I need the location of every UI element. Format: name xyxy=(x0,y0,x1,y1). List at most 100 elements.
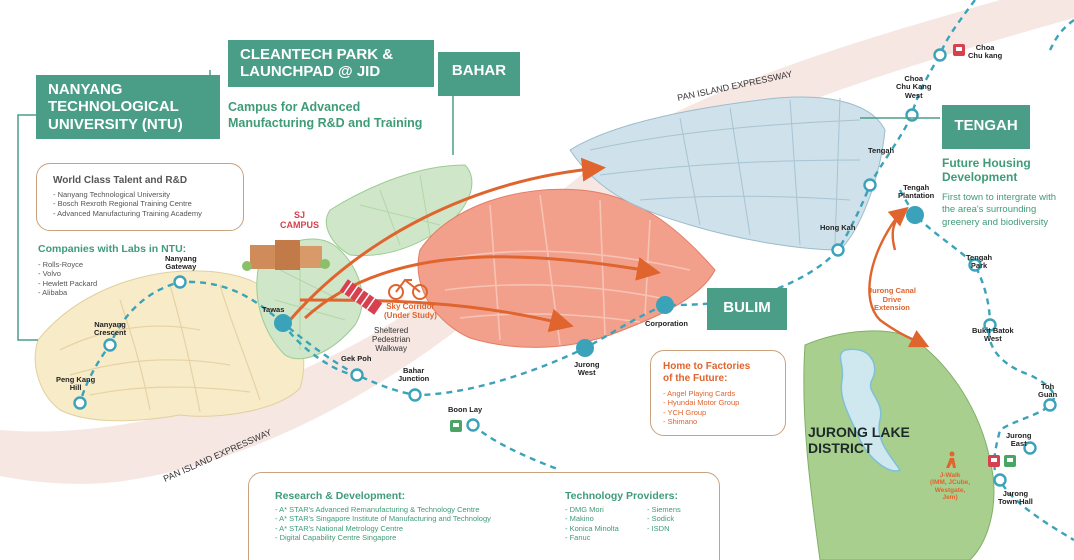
list-item: Bosch Rexroth Regional Training Centre xyxy=(53,199,202,208)
cleantech-title-line: CLEANTECH PARK & xyxy=(240,46,394,63)
canal-line: Drive xyxy=(882,294,902,304)
station-label-line: Peng Kang xyxy=(56,375,96,384)
world-class-title: World Class Talent and R&D xyxy=(53,175,188,186)
station-markers xyxy=(73,48,1057,487)
train-icon-jurong-east xyxy=(988,455,1016,467)
list-item: ISDN xyxy=(647,524,681,533)
jwalk-line: (IMM, JCube, xyxy=(930,479,971,487)
bulim-header: BULIM xyxy=(707,288,787,330)
list-item: Siemens xyxy=(647,505,681,514)
station-label-nanyang-crescent: Nanyang Crescent xyxy=(94,320,126,338)
research-box: Research & Development: A* STAR's Advanc… xyxy=(248,472,720,560)
cleantech-subtitle: Campus for Advanced Manufacturing R&D an… xyxy=(228,100,422,131)
tengah-subtitle-line: Future Housing xyxy=(942,156,1031,170)
ntu-campus-area xyxy=(34,270,305,422)
station-label-tengah: Tengah xyxy=(868,146,894,155)
sj-campus-line: SJ xyxy=(294,210,306,220)
station-label-line: Junction xyxy=(398,374,430,384)
station-label-tengah-park: Tengah Park xyxy=(966,253,993,271)
bahar-header: BAHAR xyxy=(438,52,520,96)
station-label-line: Toh xyxy=(1040,382,1055,391)
station-label-peng-kang-hill: Peng Kang Hill xyxy=(56,375,96,393)
station-label-bahar-junction: Bahar Junction xyxy=(398,366,430,384)
walkway-line: Walkway xyxy=(375,344,407,354)
station-label-line: Hill xyxy=(69,383,82,393)
station-label-hong-kah: Hong Kah xyxy=(820,223,855,232)
cleantech-subtitle-line: Manufacturing R&D and Training xyxy=(228,115,423,130)
jld-title: JURONG LAKE DISTRICT xyxy=(808,424,910,456)
tengah-header: TENGAH xyxy=(942,105,1030,149)
station-label-line: West xyxy=(904,90,923,100)
station-label-toh-guan: Toh Guan xyxy=(1038,382,1058,400)
ntu-title-line: NANYANG xyxy=(48,81,123,98)
station-label-line: Chu Kang xyxy=(896,82,932,92)
list-item: Hewlett Packard xyxy=(38,279,98,288)
station-label-line: Jurong xyxy=(1006,431,1032,440)
station-label-line: Town Hall xyxy=(998,497,1033,507)
list-item: A* STAR's Advanced Remanufacturing & Tec… xyxy=(275,505,491,514)
list-item: Konica Minolta xyxy=(565,524,619,533)
jwalk-label: J-Walk (IMM, JCube, Westgate, Jem) xyxy=(930,472,970,502)
canal-line: Jurong Canal xyxy=(868,286,916,295)
cleantech-street-grid xyxy=(274,174,441,350)
station-label-line: Chu kang xyxy=(968,51,1003,61)
canal-drive-arrow-start xyxy=(887,206,909,251)
station-label-line: Choa xyxy=(904,74,924,83)
list-item: DMG Mori xyxy=(565,505,619,514)
bicycle-icon xyxy=(388,278,428,300)
canal-line: Extension xyxy=(874,303,910,313)
station-label-line: Guan xyxy=(1038,390,1058,400)
station-label-tawas: Tawas xyxy=(262,305,284,314)
station-label-line: Boon Lay xyxy=(448,405,483,414)
list-item: Fanuc xyxy=(565,533,619,542)
list-item: Nanyang Technological University xyxy=(53,190,202,199)
station-label-line: Plantation xyxy=(898,191,935,201)
sheltered-walkway xyxy=(339,279,383,315)
station-label-line: Nanyang xyxy=(165,254,197,263)
tengah-desc-line: the area's surrounding xyxy=(942,204,1037,216)
ntu-title-line: TECHNOLOGICAL xyxy=(48,98,179,116)
list-item: Rolls-Royce xyxy=(38,260,97,269)
jurong-lake xyxy=(839,348,902,472)
station-label-line: Nanyang xyxy=(94,320,126,329)
station-label-choa-chu-kang: Choa Chu kang xyxy=(968,43,1003,61)
tech-providers-title: Technology Providers: xyxy=(565,490,678,502)
factories-title: Home to Factories of the Future: xyxy=(663,361,750,385)
tengah-street-grid xyxy=(589,97,861,246)
list-item: Alibaba xyxy=(38,288,97,297)
sj-campus-label: SJ CAMPUS xyxy=(280,210,319,231)
walkway-line: Sheltered xyxy=(374,326,409,335)
station-label-choa-chu-kang-west: Choa Chu Kang West xyxy=(896,74,932,100)
companies-list: Rolls-Royce Volvo Hewlett Packard Alibab… xyxy=(38,260,97,298)
station-label-line: West xyxy=(983,334,1002,344)
station-label-gek-poh: Gek Poh xyxy=(341,354,371,363)
station-label-line: Gateway xyxy=(165,262,197,272)
jwalk-line: J-Walk xyxy=(939,472,961,479)
walking-person-icon xyxy=(946,451,956,468)
factories-list: Angel Playing Cards Hyundai Motor Group … xyxy=(663,389,739,427)
walkway-line: Pedestrian xyxy=(372,335,411,345)
connection-arrows xyxy=(288,157,661,333)
sky-corridor-line: Sky Corridor xyxy=(386,302,435,311)
tech-providers-col2: Siemens Sodick ISDN xyxy=(647,505,681,533)
list-item: Volvo xyxy=(38,269,97,278)
bus-icon-boon-lay xyxy=(450,420,462,432)
station-label-line: Tengah xyxy=(903,183,930,192)
tech-providers-col1: DMG Mori Makino Konica Minolta Fanuc xyxy=(565,505,619,543)
sj-campus-line: CAMPUS xyxy=(280,220,320,231)
station-label-line: East xyxy=(1010,439,1027,449)
list-item: Hyundai Motor Group xyxy=(663,398,740,407)
station-label-line: Tengah xyxy=(966,253,993,262)
canal-drive-arrow xyxy=(868,219,930,348)
station-label-line: Corporation xyxy=(645,319,688,328)
list-item: Digital Capability Centre Singapore xyxy=(275,533,491,542)
jwalk-line: Westgate, xyxy=(934,486,966,494)
ntu-title-line: UNIVERSITY (NTU) xyxy=(48,115,183,133)
factories-title-line: of the Future: xyxy=(663,373,728,384)
world-class-list: Nanyang Technological University Bosch R… xyxy=(53,190,202,218)
station-label-line: Choa xyxy=(975,43,995,52)
list-item: A* STAR's National Metrology Centre xyxy=(275,524,491,533)
jld-title-line: DISTRICT xyxy=(808,440,873,457)
